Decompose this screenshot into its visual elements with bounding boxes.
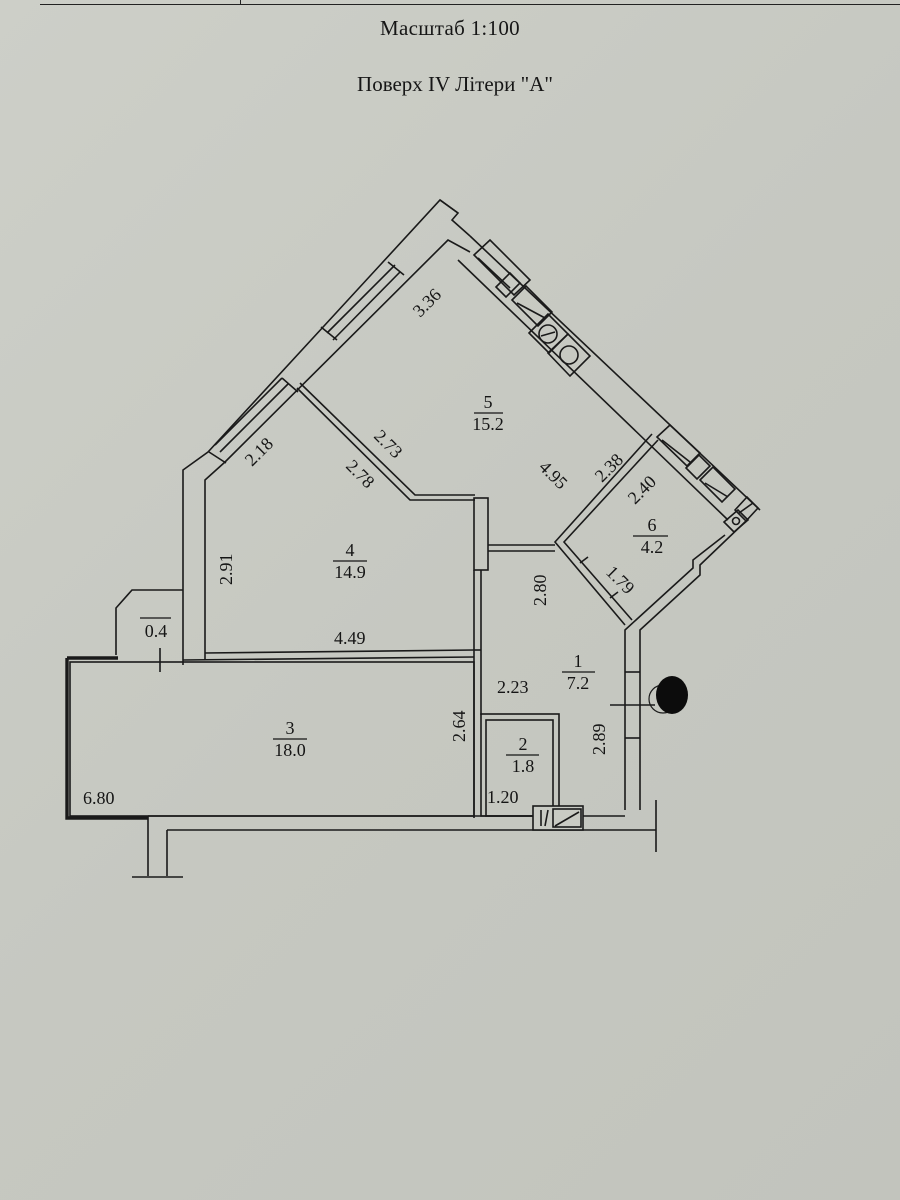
svg-text:3: 3 (286, 718, 295, 738)
bathroom-walls (553, 433, 659, 626)
northeast-diagonal-wall (457, 235, 761, 534)
dim-2-18: 2.18 (241, 433, 277, 469)
room-4-label: 4 14.9 (333, 540, 367, 582)
dim-4-49: 4.49 (334, 628, 366, 648)
partition-4-5 (296, 382, 555, 571)
balcony-outline (115, 589, 183, 672)
dim-2-40: 2.40 (624, 471, 660, 507)
dim-3-36: 3.36 (409, 284, 445, 320)
dim-6-80: 6.80 (83, 788, 115, 808)
top-border-line (40, 0, 900, 5)
dim-2-89: 2.89 (589, 724, 609, 756)
dim-2-64: 2.64 (449, 711, 469, 743)
scale-title: Масштаб 1:100 (380, 16, 520, 40)
svg-text:2: 2 (519, 734, 528, 754)
room-3-label: 3 18.0 (273, 718, 307, 760)
room-6-label: 6 4.2 (633, 515, 668, 557)
wc-walls (480, 713, 584, 831)
partition-3-4 (182, 649, 475, 661)
ink-blot (656, 676, 688, 714)
room-3-outline (65, 656, 475, 820)
room-5-label: 5 15.2 (472, 392, 504, 434)
svg-text:5: 5 (484, 392, 493, 412)
balcony-label: 0.4 (140, 617, 171, 641)
dim-2-80: 2.80 (530, 575, 550, 607)
dim-2-78: 2.78 (342, 456, 378, 492)
east-wall (610, 520, 747, 852)
svg-text:15.2: 15.2 (472, 414, 504, 434)
svg-text:6: 6 (648, 515, 657, 535)
svg-text:18.0: 18.0 (274, 740, 306, 760)
svg-text:1: 1 (574, 651, 583, 671)
room-1-label: 1 7.2 (562, 651, 595, 693)
floor-title: Поверх IV Літери "А" (357, 72, 553, 96)
dim-4-95: 4.95 (535, 457, 571, 493)
dim-2-23: 2.23 (497, 677, 529, 697)
svg-text:1.8: 1.8 (512, 756, 535, 776)
svg-text:4.2: 4.2 (641, 537, 664, 557)
dim-2-91: 2.91 (216, 554, 236, 586)
svg-text:0.4: 0.4 (145, 621, 168, 641)
northwest-diagonal-wall (182, 198, 471, 665)
svg-text:7.2: 7.2 (567, 673, 590, 693)
room-2-label: 2 1.8 (506, 734, 539, 776)
hall-west-wall (473, 570, 482, 818)
dim-1-20: 1.20 (487, 787, 519, 807)
svg-text:4: 4 (346, 540, 355, 560)
svg-text:14.9: 14.9 (334, 562, 366, 582)
